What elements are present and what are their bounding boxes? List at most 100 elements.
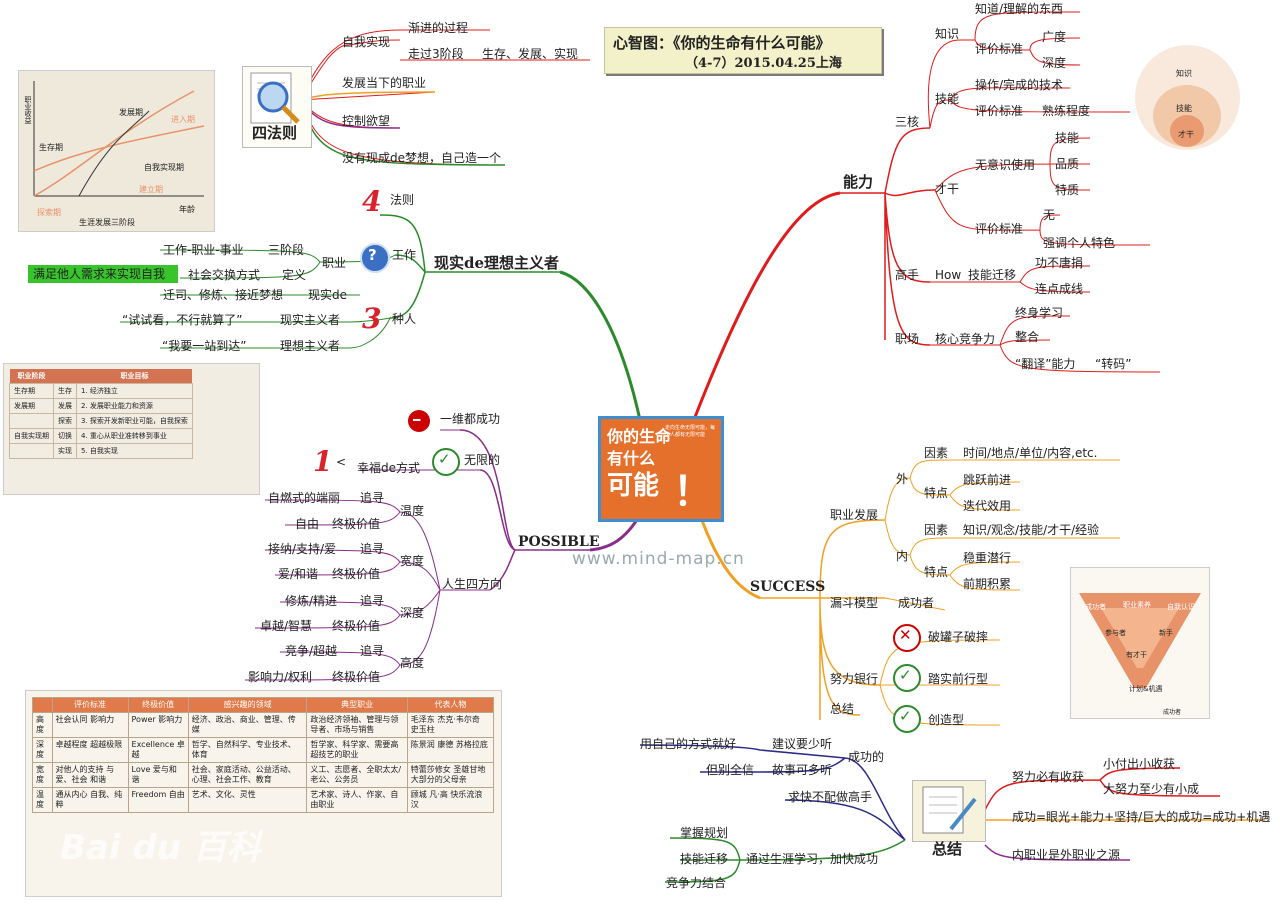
table-cell: 艺术、文化、灵性 [187,787,308,813]
node-sanhe: 三核 [895,115,920,129]
circle-label-caigan: 才干 [1178,130,1194,139]
chart-img-y: 职业收益 [24,96,32,124]
table-cell: Excellence 卓越 [127,737,189,763]
node-pingjia-3: 评价标准 [975,222,1024,236]
node-zhuiqiu-2: 追寻 [360,542,385,556]
node-wu: 无 [1043,208,1056,222]
number-3-icon: 3 [362,302,382,335]
node-xianshide: 现实de [308,288,348,302]
chart-img-g: 年龄 [179,205,195,214]
node-kuandu: 宽度 [400,554,425,568]
cross-glyph: ✕ [899,626,912,644]
node-gaoshou: 高手 [895,268,920,282]
table-header-cell: 代表人物 [406,697,495,713]
node-caigan: 才干 [935,182,960,196]
funnel-label-e: 新手 [1159,629,1173,637]
node-zhuoyue: 卓越/智慧 [260,619,313,633]
node-lixiang-zy: 理想主义者 [280,339,341,353]
node-gongzuo-1: 工作-职业-事业 [163,243,244,257]
node-shehui: 社会交换方式 [188,268,261,282]
node-dian: 连点成线 [1035,282,1084,296]
table-cell: 深度 [32,737,53,763]
node-guangdu: 广度 [1042,30,1067,44]
table-cell: Love 爱与和谐 [127,762,189,788]
node-w-tedian: 特点 [924,486,949,500]
table-cell: 顾城 凡·高 快乐流浪汉 [406,787,495,813]
table-cell: 哲学家、科学家、需要高超技艺的职业 [306,737,408,763]
node-gongzuo: 工作 [392,248,417,262]
check-icon-3 [432,448,460,476]
table-cell: 通从内心 自我、纯粹 [51,787,129,813]
node-pingjia-2: 评价标准 [975,104,1024,118]
node-c-tezhi: 特质 [1055,183,1080,197]
chart-img-e: 建立期 [139,185,163,194]
node-jingzheng: 竞争/超越 [285,644,338,658]
table-header-cell: 职业目标 [76,369,193,384]
career-stage-chart: 职业收益 生涯发展三阶段 发展期 生存期 自我实现期 进入期 建立期 探索期 年… [18,70,215,232]
node-sifaze: 四法则 [252,124,298,142]
table-header-row: 评价标准终极价值感兴趣的领域典型职业代表人物 [32,697,495,713]
node-qianqi: 前期积累 [963,577,1012,591]
node-nuli-shou: 努力必有收获 [1012,770,1085,784]
table-header-cell [53,369,77,384]
node-yiwei: 一维都成功 [440,412,501,426]
table-header-cell: 终极价值 [127,697,189,713]
title-box: 心智图：《你的生命有什么可能》 （4-7）2015.04.25上海 [604,27,882,74]
chart-img-b: 生存期 [39,143,63,152]
node-dan: 但别全信 [706,763,755,777]
node-zougo: 走过3阶段 [408,47,464,61]
table-header-cell: 典型职业 [306,697,408,713]
circle-label-zhishi: 知识 [1176,69,1192,78]
table-cell: 发展期 [9,398,54,414]
highlight-box [28,265,178,283]
table-cell: 3. 探索开发新职业可能，自我探索 [76,413,193,429]
center-title-2: 有什么 [607,449,656,468]
node-zhongji-3: 终极价值 [332,619,381,633]
table-cell: 宽度 [32,762,53,788]
node-wai: 外 [896,472,909,486]
table-cell: 1. 经济独立 [76,383,193,399]
table-cell: 生存 [53,383,77,399]
node-zhuiqiu-3: 追寻 [360,594,385,608]
node-qiukuai: 求快不配做高手 [788,790,873,804]
node-how: How [935,268,962,282]
node-nei: 内 [896,549,909,563]
chart-img-x: 生涯发展三阶段 [79,218,135,227]
node-shengcun: 生存、发展、实现 [482,47,579,61]
node-wuxian: 无限的 [464,453,501,467]
node-fazhe: 法则 [390,193,415,207]
node-zhichang: 职场 [895,332,920,346]
node-xianshi-zy: 现实主义者 [280,313,341,327]
node-meiyou: 没有现成de梦想，自己造一个 [342,151,502,165]
node-zhishi: 知识 [935,27,960,41]
chart-img-c: 自我实现期 [144,163,184,172]
table-cell: 政治经济领袖、管理与领导者、市场与销售 [306,712,408,738]
node-chenggongzhe: 成功者 [898,596,935,610]
node-zongjie-s: 总结 [830,702,855,716]
table-cell [9,413,54,429]
node-lt: < [336,455,347,469]
node-pohuai: 破罐子破摔 [928,630,989,644]
node-w-yinsu: 因素 [924,446,949,460]
node-shendu: 深度 [1042,56,1067,70]
table-cell: 发展 [53,398,77,414]
funnel-image: 成功者 职业素养 自我认识 参与者 新手 有才干 计划&机遇 成功者 [1070,567,1210,719]
node-yingxiang: 影响力/权利 [248,670,313,684]
number-1-icon: 1 [313,445,333,478]
table-cell: 温度 [32,787,53,813]
node-hexin: 核心竞争力 [935,332,996,346]
magnifier-svg [250,72,300,124]
check-icon-2 [893,705,921,733]
node-nengli: 能力 [843,173,874,191]
table-cell: 艺术家、诗人、作家、自由职业 [306,787,408,813]
node-possible: POSSIBLE [518,534,600,550]
notepad-svg [922,786,977,834]
cross-icon [893,624,921,652]
node-zongjie: 总结 [932,840,963,858]
node-tashi: 踏实前行型 [928,672,989,686]
